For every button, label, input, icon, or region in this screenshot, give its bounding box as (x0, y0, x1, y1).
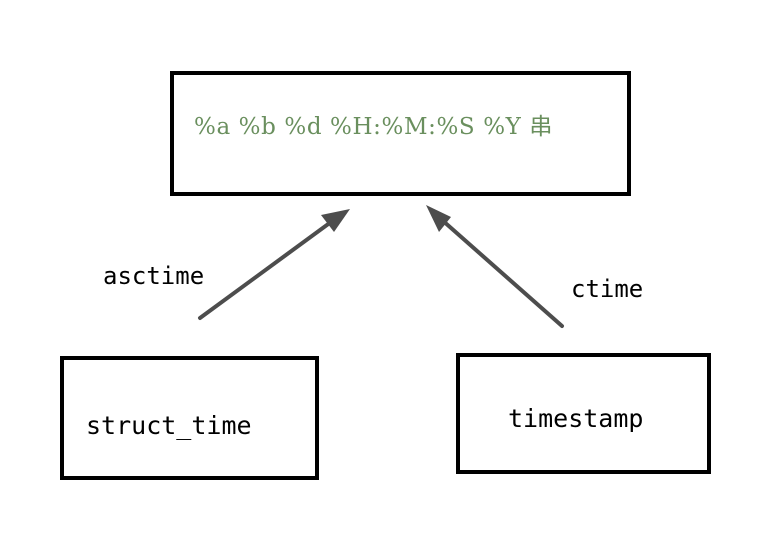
ctime-arrowhead (426, 205, 451, 232)
asctime-arrowhead (321, 209, 350, 232)
ctime-arrow-shaft (440, 218, 564, 328)
struct-time-box: struct_time (60, 356, 319, 480)
timestamp-box: timestamp (456, 353, 711, 474)
format-string-box: %a %b %d %H:%M:%S %Y 串 (170, 71, 631, 196)
timestamp-text: timestamp (508, 404, 644, 433)
format-string-text: %a %b %d %H:%M:%S %Y 串 (194, 114, 553, 140)
ctime-arrow (426, 205, 564, 328)
struct-time-text: struct_time (86, 411, 252, 440)
asctime-label: asctime (103, 262, 205, 290)
asctime-arrow-shaft (198, 220, 333, 320)
ctime-label: ctime (571, 275, 644, 303)
asctime-arrow (198, 209, 350, 320)
